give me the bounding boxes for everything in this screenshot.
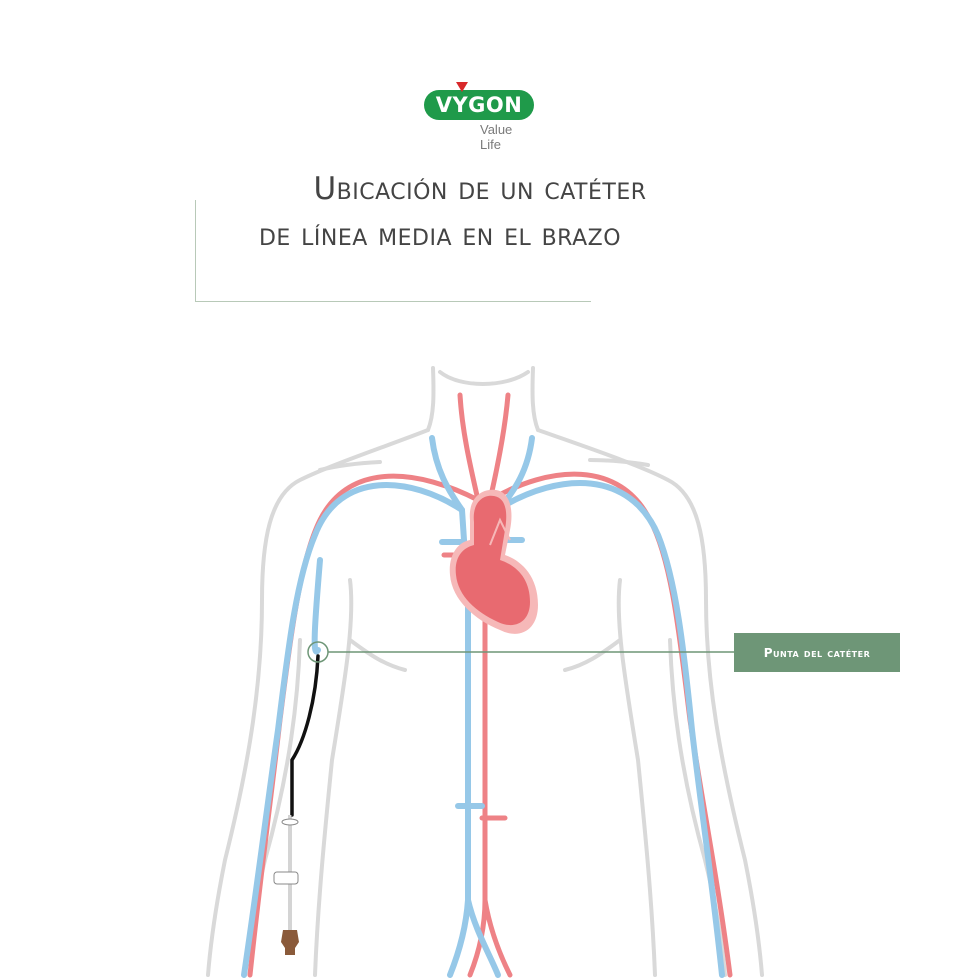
heart-icon xyxy=(449,489,538,634)
vygon-logo: VYGON Value Life xyxy=(424,82,536,152)
catheter-tip-callout xyxy=(307,641,734,663)
logo-triangle-icon xyxy=(456,82,468,92)
title-line-2: de línea media en el brazo xyxy=(258,217,622,253)
catheter xyxy=(273,654,320,955)
logo-tagline: Value Life xyxy=(480,122,513,152)
title-line-1: Ubicación de un catéter xyxy=(313,171,647,207)
title-frame xyxy=(195,200,591,302)
page-title: Ubicación de un catéter de línea media e… xyxy=(200,166,760,258)
veins xyxy=(241,435,725,978)
logo-wordmark: VYGON xyxy=(424,90,534,120)
catheter-tip-label: Punta del catéter xyxy=(734,633,900,672)
